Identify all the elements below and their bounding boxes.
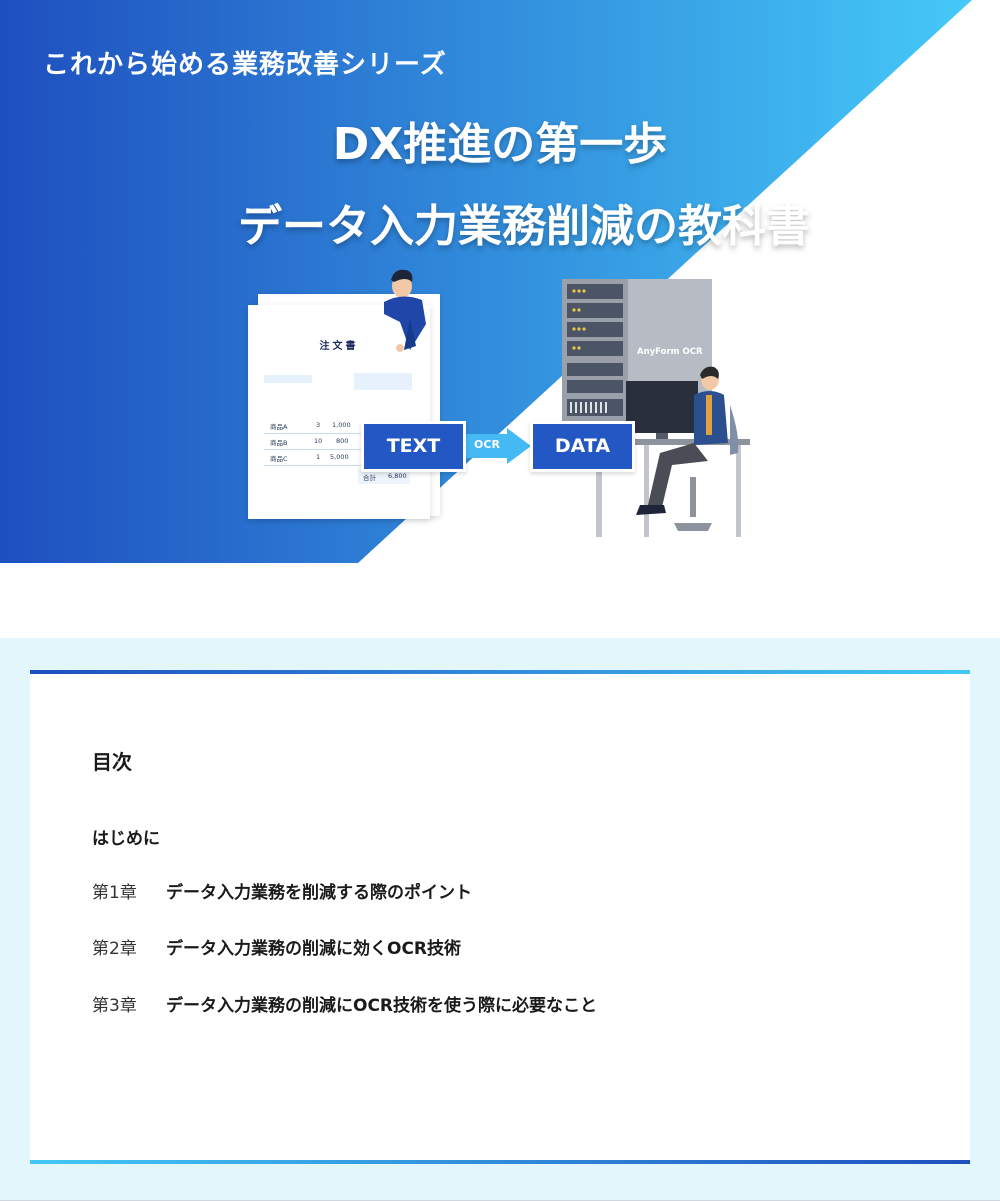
person-presenting-icon <box>384 269 426 352</box>
document-total: 合計 6,800 <box>358 468 410 484</box>
document-row: 商品C 1 5,000 <box>264 451 386 466</box>
document-row: 商品A 3 1,000 <box>264 419 386 434</box>
document-field <box>264 375 312 383</box>
ocr-arrow-icon <box>465 428 531 464</box>
main-title-line1: DX推進の第一歩 <box>332 119 668 170</box>
document-row: 商品B 10 800 <box>264 435 386 450</box>
toc-item-intro[interactable]: はじめに <box>92 829 160 849</box>
data-label: DATA <box>530 421 635 472</box>
chapter-number: 第2章 <box>92 939 137 959</box>
toc-heading: 目次 <box>92 750 132 774</box>
toc-item-chapter-3[interactable]: 第3章 データ入力業務の削減にOCR技術を使う際に必要なこと <box>92 991 597 1016</box>
chapter-title: データ入力業務を削減する際のポイント <box>166 883 472 903</box>
hero-background <box>0 0 972 563</box>
ocr-label: OCR <box>474 438 500 451</box>
toc-bottom-bar <box>30 1160 970 1164</box>
hero-banner: これから始める業務改善シリーズ DX推進の第一歩 データ入力業務削減の教科書 注… <box>0 0 1000 563</box>
document-field <box>354 373 412 390</box>
document-heading: 注文書 <box>319 341 359 352</box>
series-title: これから始める業務改善シリーズ <box>43 50 447 80</box>
text-label: TEXT <box>361 421 466 472</box>
chapter-title: データ入力業務の削減にOCR技術を使う際に必要なこと <box>166 996 598 1016</box>
chapter-number: 第3章 <box>92 996 137 1016</box>
chapter-title: データ入力業務の削減に効くOCR技術 <box>166 939 462 959</box>
toc-top-bar <box>30 670 970 674</box>
toc-section: 目次 はじめに 第1章データ入力業務を削減する際のポイント 第2章データ入力業務… <box>0 638 1000 1201</box>
chapter-number: 第1章 <box>92 883 137 903</box>
toc-item-chapter-2[interactable]: 第2章 データ入力業務の削減に効くOCR技術 <box>92 934 461 959</box>
main-title-line2: データ入力業務削減の教科書 <box>238 201 810 252</box>
ocr-illustration: 注文書 商品A 3 1,000 商品B 10 800 商品C 1 5,000 合… <box>0 0 1000 563</box>
toc-card: 目次 はじめに 第1章データ入力業務を削減する際のポイント 第2章データ入力業務… <box>30 670 970 1164</box>
toc-item-chapter-1[interactable]: 第1章 データ入力業務を削減する際のポイント <box>92 878 472 903</box>
server-label: AnyForm OCR <box>637 347 703 357</box>
person-at-computer-icon <box>596 366 750 537</box>
